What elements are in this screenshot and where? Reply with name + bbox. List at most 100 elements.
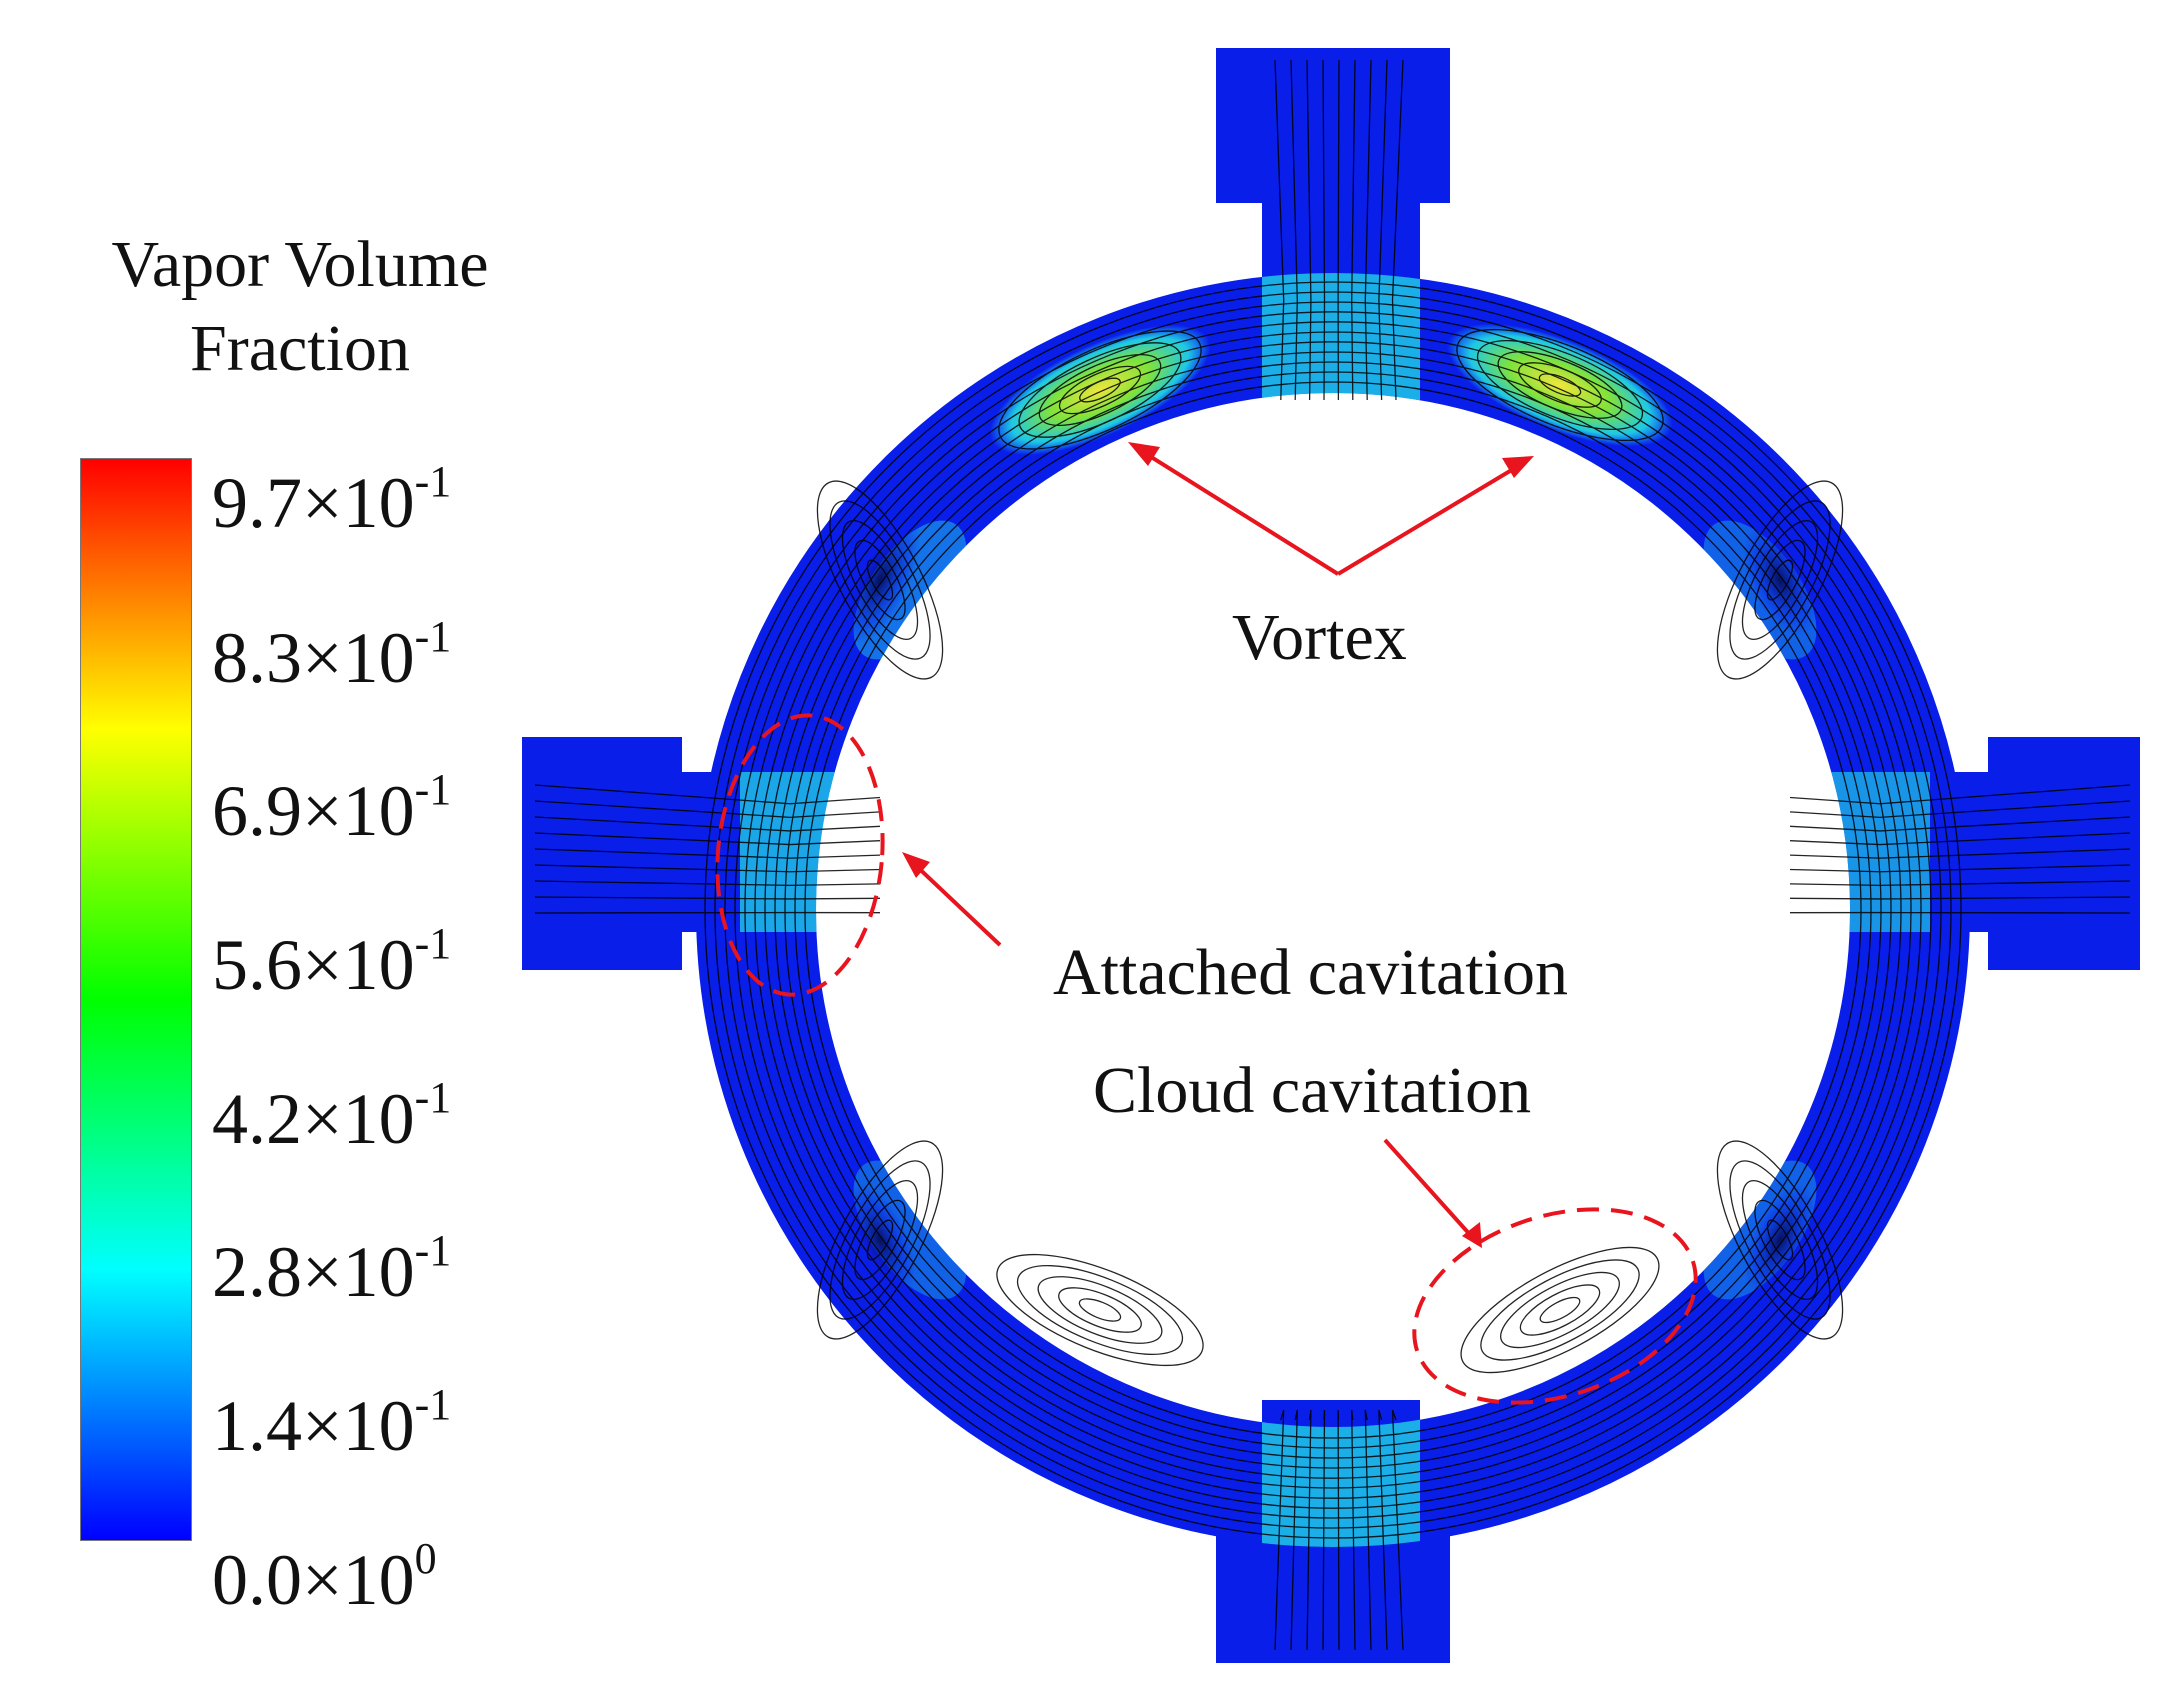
streamline bbox=[1789, 864, 2131, 873]
colorbar-tick-label: 2.8×10-1 bbox=[212, 1226, 452, 1312]
attached-arrow bbox=[908, 858, 1002, 947]
arrowhead bbox=[1502, 456, 1534, 478]
streamline bbox=[534, 880, 881, 887]
vortex-streamline bbox=[1497, 351, 1623, 419]
arrowhead bbox=[1462, 1222, 1482, 1248]
streamline bbox=[1274, 1409, 1285, 1651]
colorbar-tick-label: 4.2×10-1 bbox=[212, 1073, 452, 1159]
streamlines bbox=[534, 59, 2131, 1651]
streamline bbox=[714, 291, 1952, 1529]
vortex-streamline bbox=[1766, 1219, 1794, 1261]
attached-cavitation-highlight bbox=[715, 713, 885, 997]
streamline bbox=[1789, 848, 2131, 859]
colorbar-tick-label: 5.6×10-1 bbox=[212, 919, 452, 1005]
streamline bbox=[1391, 1409, 1404, 1651]
streamline bbox=[1290, 1409, 1298, 1651]
legend-title-line1: Vapor Volume bbox=[111, 228, 489, 301]
vortex-streamline bbox=[998, 330, 1202, 450]
streamline bbox=[754, 331, 1912, 1489]
vortex-streamline bbox=[1716, 1140, 1844, 1340]
vortex-streamline bbox=[866, 1219, 894, 1261]
vortex-streamline bbox=[1741, 1179, 1819, 1301]
colorbar-tick-label: 6.9×10-1 bbox=[212, 765, 452, 851]
vortex-label: Vortex bbox=[1232, 601, 1407, 674]
vortex-streamline bbox=[1079, 377, 1121, 403]
streamline bbox=[534, 800, 881, 819]
streamline bbox=[1337, 1409, 1340, 1651]
streamline bbox=[1364, 59, 1372, 401]
nozzle-top bbox=[1216, 48, 1450, 310]
vortex-streamline bbox=[1476, 339, 1644, 431]
streamline bbox=[1351, 1409, 1356, 1651]
streamline bbox=[1378, 59, 1388, 401]
vortex-streamline bbox=[841, 519, 919, 641]
vortex-streamline bbox=[1741, 519, 1819, 641]
streamline bbox=[1337, 59, 1340, 401]
streamline bbox=[534, 864, 881, 873]
vortex-streamline bbox=[1038, 353, 1162, 427]
vortex-streamline bbox=[854, 539, 906, 621]
vortex-streamline bbox=[1716, 480, 1844, 680]
streamline bbox=[794, 371, 1872, 1449]
vortex-streamline bbox=[1058, 365, 1142, 415]
arrowhead bbox=[1128, 442, 1160, 466]
streamline bbox=[734, 311, 1932, 1509]
cloud-arrow bbox=[1383, 1138, 1475, 1240]
legend-title-line2: Fraction bbox=[190, 312, 410, 385]
streamline bbox=[724, 301, 1942, 1519]
streamline bbox=[784, 361, 1882, 1459]
vortex-arrow-left bbox=[1138, 448, 1340, 576]
vortex-streamline bbox=[1460, 1246, 1660, 1374]
vortex-streamline bbox=[1754, 539, 1806, 621]
streamline bbox=[534, 848, 881, 859]
streamline bbox=[1789, 800, 2131, 819]
colorbar-tick-label: 0.0×100 bbox=[212, 1534, 437, 1620]
streamline bbox=[534, 784, 881, 805]
vortex-streamline bbox=[829, 500, 931, 660]
streamline bbox=[1274, 59, 1285, 401]
vortex-streamline bbox=[1519, 1284, 1601, 1336]
streamline bbox=[1378, 1409, 1388, 1651]
vortex-streamline bbox=[1018, 342, 1182, 438]
streamline bbox=[1322, 1409, 1326, 1651]
cloud-cavitation-highlight bbox=[1412, 1207, 1698, 1405]
streamline bbox=[534, 896, 881, 900]
streamline bbox=[1351, 59, 1356, 401]
colorbar-tick-label: 8.3×10-1 bbox=[212, 612, 452, 698]
vortex-streamline bbox=[816, 480, 944, 680]
streamline bbox=[1290, 59, 1298, 401]
vortex-streamline bbox=[1518, 362, 1602, 408]
streamline bbox=[804, 381, 1862, 1439]
vortex-streamline bbox=[1754, 1199, 1806, 1281]
colorbar bbox=[80, 458, 192, 1541]
streamline bbox=[534, 832, 881, 846]
vortex-streamline bbox=[1037, 1276, 1163, 1344]
streamline bbox=[704, 281, 1962, 1539]
streamline bbox=[534, 816, 881, 832]
attached-cavitation-label: Attached cavitation bbox=[1053, 936, 1568, 1009]
vortex-streamline bbox=[841, 1179, 919, 1301]
cloud-cavitation-label: Cloud cavitation bbox=[1093, 1054, 1532, 1127]
vortex-streamline bbox=[1016, 1264, 1184, 1356]
vortex-streamline bbox=[996, 1253, 1204, 1367]
vortex-streamline bbox=[1480, 1259, 1640, 1361]
vortex-streamline bbox=[816, 1140, 944, 1340]
vortex-streamline bbox=[1539, 1296, 1581, 1324]
colorbar-tick-label: 9.7×10-1 bbox=[212, 457, 452, 543]
streamline bbox=[1391, 59, 1404, 401]
annotation-arrows bbox=[902, 442, 1534, 1248]
vortex-streamline bbox=[1766, 559, 1794, 601]
vortex-streamline bbox=[1729, 1160, 1831, 1320]
colorbar-tick-label: 1.4×10-1 bbox=[212, 1380, 452, 1466]
vortex-streamline bbox=[1499, 1271, 1621, 1349]
streamline bbox=[1789, 784, 2131, 805]
vortex-streamline bbox=[1538, 373, 1582, 397]
streamline bbox=[774, 351, 1892, 1469]
vortex-streamline bbox=[854, 1199, 906, 1281]
vortex-streamline bbox=[1078, 1298, 1122, 1322]
streamline bbox=[1322, 59, 1326, 401]
vortex-streamline bbox=[866, 559, 894, 601]
streamline bbox=[1789, 816, 2131, 832]
